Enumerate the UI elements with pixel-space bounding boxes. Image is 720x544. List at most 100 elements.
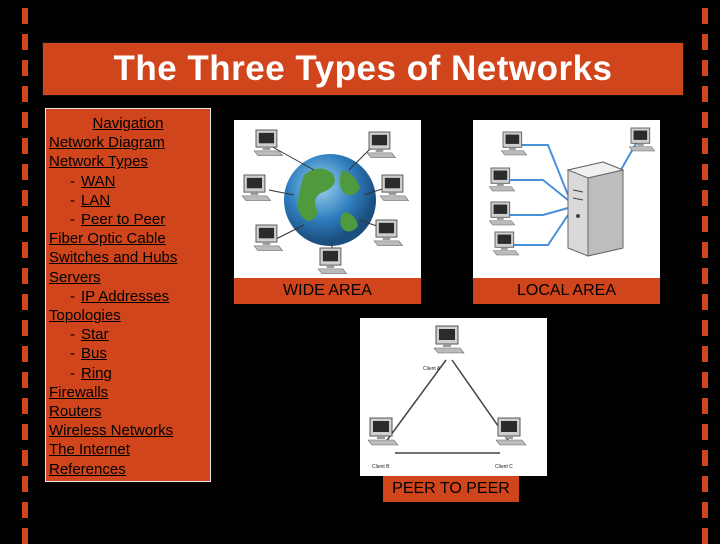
film-dash — [702, 424, 708, 440]
computer-icon — [253, 129, 284, 156]
nav-item[interactable]: References — [46, 460, 210, 479]
nav-item[interactable]: Network Types — [46, 152, 210, 171]
nav-item[interactable]: -Peer to Peer — [46, 210, 210, 229]
nav-link[interactable]: LAN — [81, 191, 111, 209]
nav-link[interactable]: Network Diagram — [49, 134, 165, 152]
film-dash — [702, 138, 708, 154]
nav-sub-bullet: - — [70, 345, 75, 363]
nav-item[interactable]: -LAN — [46, 191, 210, 210]
computer-icon — [433, 325, 465, 354]
nav-sub-bullet: - — [70, 326, 75, 344]
film-dash — [22, 424, 28, 440]
film-dash — [22, 528, 28, 544]
nav-item[interactable]: -Ring — [46, 364, 210, 383]
computer-icon — [628, 127, 656, 152]
film-dash — [702, 320, 708, 336]
film-dash — [22, 34, 28, 50]
nav-link[interactable]: The Internet — [49, 441, 130, 459]
computer-icon — [379, 174, 410, 201]
computer-icon — [373, 219, 404, 246]
nav-item[interactable]: Wireless Networks — [46, 421, 210, 440]
nav-item[interactable]: Network Diagram — [46, 133, 210, 152]
film-dash — [702, 450, 708, 466]
nav-link[interactable]: Fiber Optic Cable — [49, 230, 166, 248]
film-dash — [702, 268, 708, 284]
film-dash — [22, 476, 28, 492]
globe-icon — [284, 154, 376, 246]
computer-icon — [253, 224, 284, 251]
nav-item[interactable]: The Internet — [46, 440, 210, 459]
nav-link[interactable]: Topologies — [49, 307, 121, 325]
nav-link[interactable]: Network Types — [49, 153, 148, 171]
nav-link[interactable]: References — [49, 460, 126, 478]
p2p-label: PEER TO PEER — [383, 476, 519, 502]
film-dash — [702, 476, 708, 492]
wan-label: WIDE AREA — [234, 278, 421, 304]
film-dash — [702, 216, 708, 232]
film-dash — [702, 346, 708, 362]
nav-sub-bullet: - — [70, 172, 75, 190]
nav-link[interactable]: Routers — [49, 403, 102, 421]
lan-illustration — [488, 127, 656, 257]
film-dash — [702, 372, 708, 388]
nav-link[interactable]: Firewalls — [49, 383, 109, 401]
film-dash — [22, 242, 28, 258]
nav-link[interactable]: Bus — [81, 345, 107, 363]
film-dash — [702, 502, 708, 518]
lan-label: LOCAL AREA — [473, 278, 660, 304]
nav-link[interactable]: Star — [81, 326, 109, 344]
server-icon — [566, 161, 625, 257]
nav-sub-bullet: - — [70, 191, 75, 209]
nav-item[interactable]: Topologies — [46, 306, 210, 325]
film-dash — [702, 242, 708, 258]
nav-item[interactable]: Switches and Hubs — [46, 248, 210, 267]
p2p-illustration: Client A Client B Client C — [367, 325, 527, 470]
nav-link[interactable]: Switches and Hubs — [49, 249, 178, 267]
p2p-node-label: Client A — [423, 366, 441, 372]
film-dash — [702, 112, 708, 128]
nav-link[interactable]: WAN — [81, 172, 116, 190]
film-dash — [22, 60, 28, 76]
film-dash — [702, 34, 708, 50]
computer-icon — [317, 247, 348, 274]
film-dash — [22, 216, 28, 232]
nav-link[interactable]: Wireless Networks — [49, 422, 174, 440]
film-dash — [22, 112, 28, 128]
film-strip-right — [702, 0, 708, 544]
nav-item[interactable]: -Bus — [46, 344, 210, 363]
film-dash — [22, 86, 28, 102]
nav-link[interactable]: Ring — [81, 364, 112, 382]
navigation-header[interactable]: Navigation — [46, 114, 210, 133]
computer-icon — [241, 174, 272, 201]
nav-item[interactable]: -IP Addresses — [46, 287, 210, 306]
film-dash — [22, 502, 28, 518]
nav-item[interactable]: Servers — [46, 268, 210, 287]
film-dash — [702, 60, 708, 76]
nav-item[interactable]: Fiber Optic Cable — [46, 229, 210, 248]
p2p-node-label: Client B — [372, 464, 390, 470]
lan-diagram — [473, 120, 660, 278]
film-dash — [702, 86, 708, 102]
nav-item[interactable]: -Star — [46, 325, 210, 344]
wan-illustration — [241, 129, 410, 274]
nav-link[interactable]: Servers — [49, 268, 101, 286]
film-dash — [702, 398, 708, 414]
p2p-diagram: Client A Client B Client C — [360, 318, 547, 476]
nav-item[interactable]: Firewalls — [46, 383, 210, 402]
nav-link[interactable]: IP Addresses — [81, 287, 170, 305]
computer-icon — [500, 131, 528, 156]
computer-icon — [495, 417, 527, 446]
navigation-link[interactable]: Navigation — [92, 115, 164, 132]
nav-link[interactable]: Peer to Peer — [81, 211, 166, 229]
nav-item[interactable]: Routers — [46, 402, 210, 421]
film-dash — [702, 164, 708, 180]
film-dash — [22, 190, 28, 206]
film-dash — [22, 450, 28, 466]
nav-item[interactable]: -WAN — [46, 172, 210, 191]
wan-diagram — [234, 120, 421, 278]
nav-sub-bullet: - — [70, 211, 75, 229]
title-banner: The Three Types of Networks — [42, 42, 684, 96]
film-dash — [702, 528, 708, 544]
film-dash — [22, 138, 28, 154]
